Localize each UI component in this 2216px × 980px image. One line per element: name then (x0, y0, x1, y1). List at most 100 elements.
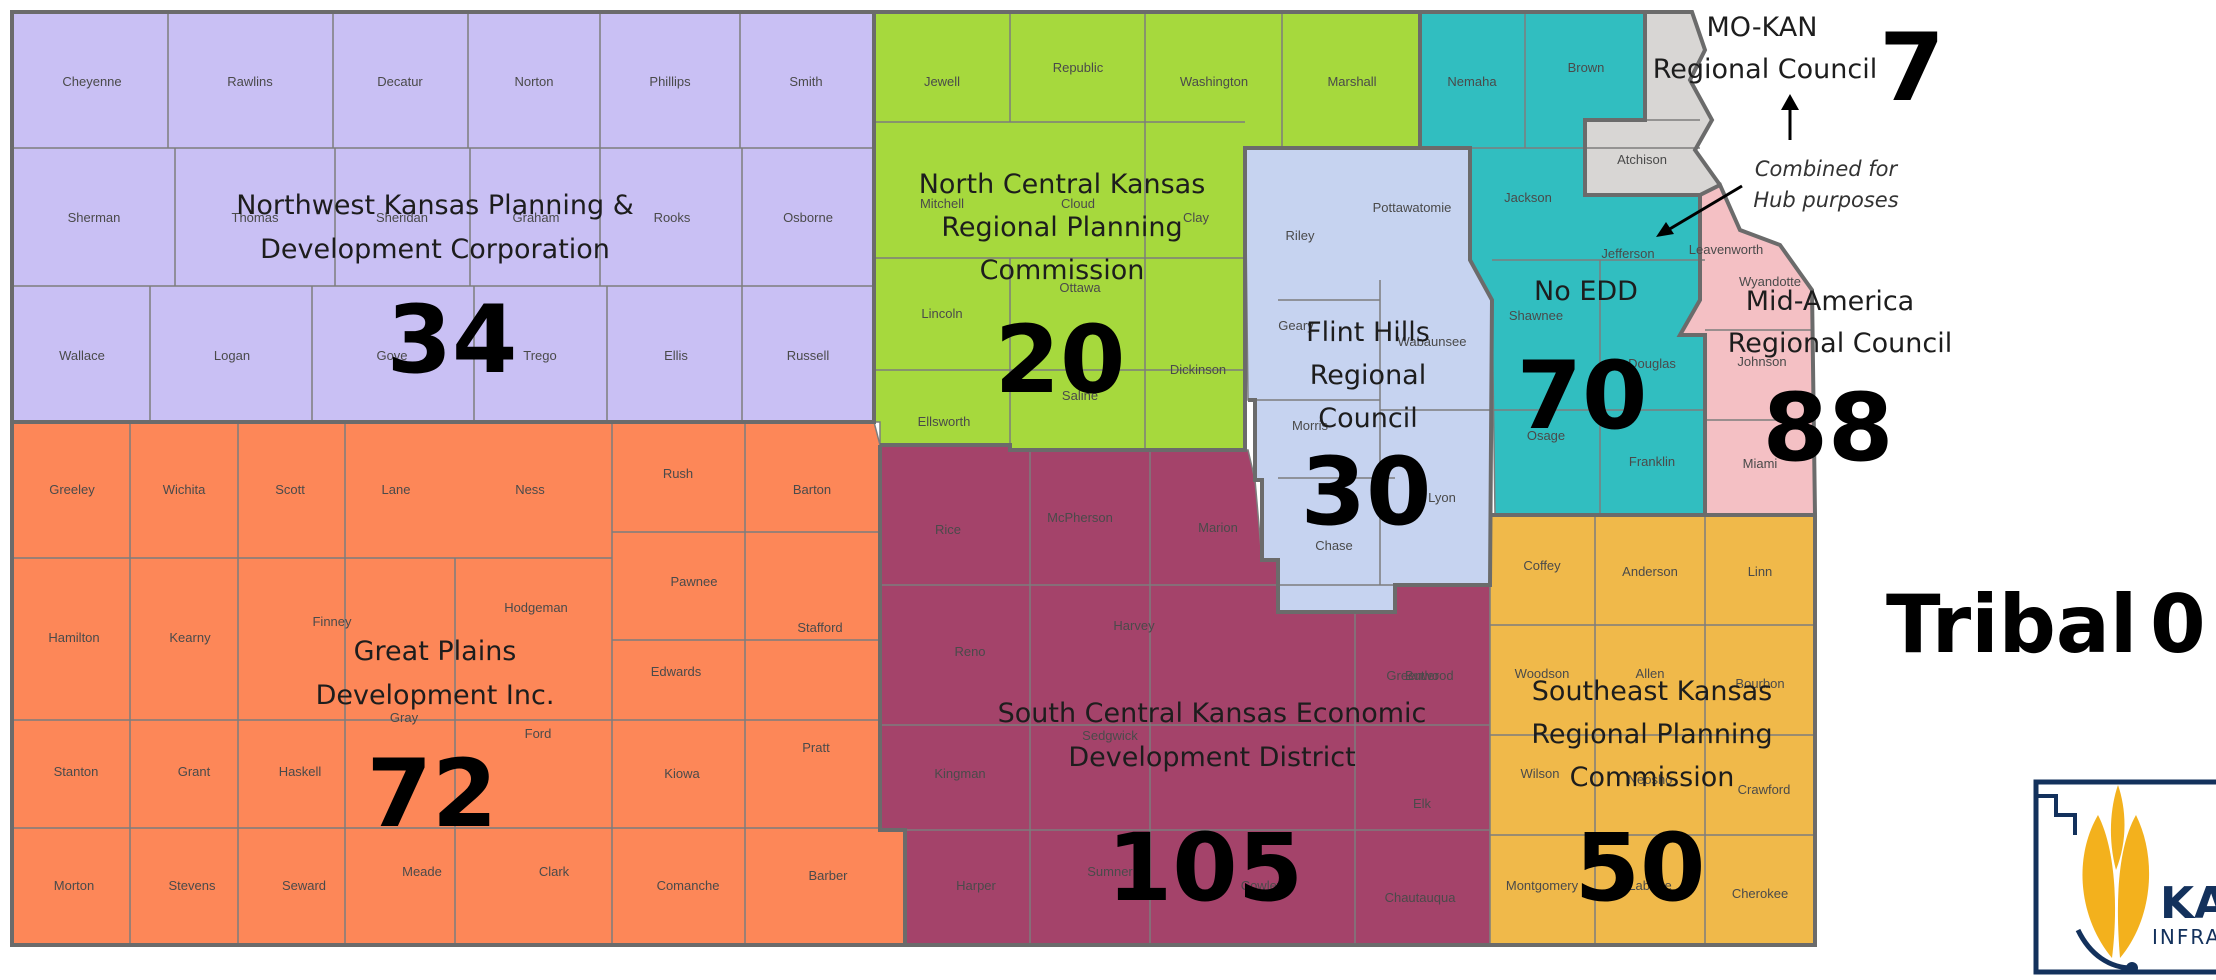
county-label: Graham (513, 210, 560, 225)
county-label: Greenwood (1386, 668, 1453, 683)
county-label: Marion (1198, 520, 1238, 535)
tribal-label: Tribal (1886, 578, 2137, 671)
county-label: Bourbon (1735, 676, 1784, 691)
region-name-north-central: Commission (980, 255, 1145, 286)
county-label: Coffey (1523, 558, 1561, 573)
county-label: Pawnee (671, 574, 718, 589)
county-label: McPherson (1047, 510, 1113, 525)
county-label: Cowley (1241, 878, 1284, 893)
county-label: Elk (1413, 796, 1432, 811)
county-label: Rush (663, 466, 693, 481)
logo-subtext: INFRA (2152, 925, 2216, 949)
county-label: Grant (178, 764, 211, 779)
county-label: Geary (1278, 318, 1314, 333)
county-label: Hamilton (48, 630, 99, 645)
county-label: Brown (1568, 60, 1605, 75)
county-label: Barber (808, 868, 848, 883)
county-label: Chautauqua (1385, 890, 1457, 905)
county-label: Sheridan (376, 210, 428, 225)
tribal-count: 0 (2150, 578, 2206, 671)
county-label: Republic (1053, 60, 1104, 75)
county-label: Kingman (934, 766, 985, 781)
county-label: Rooks (654, 210, 691, 225)
county-label: Pratt (802, 740, 830, 755)
county-label: Seward (282, 878, 326, 893)
county-label: Osage (1527, 428, 1565, 443)
county-label: Stanton (54, 764, 99, 779)
county-label: Sedgwick (1082, 728, 1138, 743)
county-label: Finney (312, 614, 352, 629)
county-label: Neosho (1628, 772, 1673, 787)
county-label: Linn (1748, 564, 1773, 579)
county-label: Lane (382, 482, 411, 497)
county-label: Wyandotte (1739, 274, 1801, 289)
county-label: Ottawa (1059, 280, 1101, 295)
county-label: Montgomery (1506, 878, 1579, 893)
region-name-mokan: MO-KAN (1707, 12, 1818, 43)
region-name-southeast: Commission (1570, 762, 1735, 793)
county-label: Douglas (1628, 356, 1676, 371)
county-label: Gray (390, 710, 419, 725)
region-count-north-central: 20 (995, 306, 1126, 415)
county-label: Franklin (1629, 454, 1675, 469)
county-label: Sumner (1087, 864, 1133, 879)
county-label: Harvey (1113, 618, 1155, 633)
region-borders (10, 10, 1818, 947)
region-name-southeast: Regional Planning (1531, 719, 1772, 750)
region-name-flint-hills: Flint Hills (1306, 317, 1430, 348)
county-label: Morton (54, 878, 94, 893)
region-name-north-central: Regional Planning (941, 212, 1182, 243)
county-label: Cloud (1061, 196, 1095, 211)
county-label: Wilson (1520, 766, 1559, 781)
county-label: Reno (954, 644, 985, 659)
county-label: Kearny (169, 630, 211, 645)
county-label: Ness (515, 482, 545, 497)
county-label: Washington (1180, 74, 1248, 89)
region-name-no-edd: No EDD (1534, 276, 1638, 307)
region-names: Northwest Kansas Planning & Development … (236, 12, 1952, 793)
county-label: Comanche (657, 878, 720, 893)
county-label: Wallace (59, 348, 105, 363)
region-count-flint-hills: 30 (1301, 438, 1432, 547)
county-grid (12, 12, 1815, 945)
county-labels: Cheyenne Rawlins Decatur Norton Phillips… (48, 60, 1801, 905)
county-label: Crawford (1738, 782, 1791, 797)
county-label: Cheyenne (62, 74, 121, 89)
county-label: Marshall (1327, 74, 1376, 89)
county-label: Stafford (797, 620, 842, 635)
county-label: Gove (376, 348, 407, 363)
region-count-southeast: 50 (1575, 814, 1706, 923)
county-label: Dickinson (1170, 362, 1226, 377)
county-label: Leavenworth (1689, 242, 1763, 257)
county-label: Butler (1405, 668, 1440, 683)
region-counts: 34 20 30 70 88 72 105 50 7 (367, 14, 1945, 923)
region-name-great-plains: Development Inc. (316, 680, 555, 711)
region-count-mid-america: 88 (1763, 374, 1894, 483)
region-name-south-central: Development District (1068, 742, 1355, 773)
county-label: Hodgeman (504, 600, 568, 615)
county-label: Lincoln (921, 306, 962, 321)
region-count-mokan: 7 (1879, 14, 1944, 123)
region-name-flint-hills: Regional (1310, 360, 1426, 391)
county-label: Jefferson (1601, 246, 1654, 261)
county-label: Labette (1628, 878, 1671, 893)
county-label: Shawnee (1509, 308, 1563, 323)
county-label: Ellsworth (918, 414, 971, 429)
region-name-northwest: Development Corporation (260, 234, 610, 265)
county-label: Stevens (169, 878, 216, 893)
county-label: Logan (214, 348, 250, 363)
county-label: Morris (1292, 418, 1329, 433)
county-label: Anderson (1622, 564, 1678, 579)
county-label: Wichita (163, 482, 206, 497)
county-label: Osborne (783, 210, 833, 225)
region-northwest (11, 11, 875, 423)
county-label: Greeley (49, 482, 95, 497)
county-label: Allen (1636, 666, 1665, 681)
region-name-south-central: South Central Kansas Economic (998, 698, 1427, 729)
county-label: Pottawatomie (1373, 200, 1452, 215)
county-label: Mitchell (920, 196, 964, 211)
county-label: Johnson (1737, 354, 1786, 369)
region-count-no-edd: 70 (1517, 342, 1648, 451)
